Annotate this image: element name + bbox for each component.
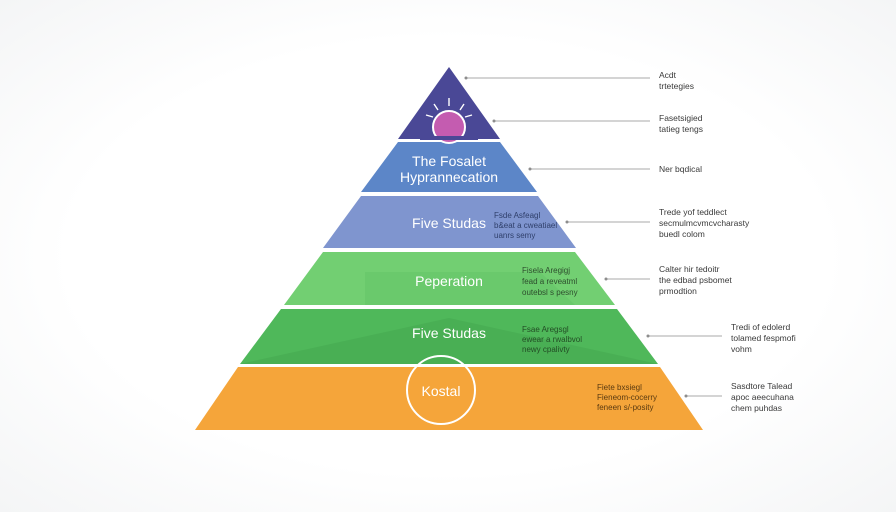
side-note-6-line-2: tolamed fespmofi	[731, 333, 796, 343]
tier-4-band	[284, 252, 615, 305]
side-note-4-line-1: Trede yof teddlect	[659, 207, 727, 217]
tier-2-band	[361, 142, 537, 192]
side-note-1-line-1: Acdt	[659, 70, 677, 80]
tier-6-note-3: feneen s/-posity	[597, 403, 653, 412]
side-note-1-line-2: trtetegies	[659, 81, 694, 91]
side-note-7-line-2: apoc aeecuhana	[731, 392, 794, 402]
side-note-2-line-2: tatieg tengs	[659, 124, 703, 134]
tier-3-band	[323, 196, 576, 248]
tier-3-label: Five Studas	[412, 215, 486, 231]
side-note-6-line-3: vohm	[731, 344, 752, 354]
tier-3-note-2: b&eat a cweatiael	[494, 221, 557, 230]
tier-4-note-2: fead a reveatml	[522, 277, 577, 286]
side-note-6-line-1: Tredi of edolerd	[731, 322, 790, 332]
tier-5-band	[240, 309, 658, 364]
tier-2-label-line2: Hyprannecation	[400, 169, 498, 185]
tier-6-circle	[406, 355, 476, 425]
tier-2-label-line1: The Fosalet	[412, 153, 486, 169]
tier-5-note-3: newy cpalivty	[522, 345, 570, 354]
tier-6-note-2: Fieneom-cocerry	[597, 393, 657, 402]
side-note-2-line-1: Fasetsigied	[659, 113, 703, 123]
tier-5-label: Five Studas	[412, 325, 486, 341]
side-note-7-line-1: Sasdtore Talead	[731, 381, 793, 391]
side-note-5-line-3: prmodtion	[659, 286, 697, 296]
side-note-5-line-1: Calter hir tedoitr	[659, 264, 720, 274]
tier-3-note-3: uanrs semy	[494, 231, 535, 240]
tier-6-band	[195, 367, 703, 430]
sun-disc	[432, 110, 466, 144]
tier-4-label: Peperation	[415, 273, 483, 289]
tier-6-note-1: Fiete bxsiegl	[597, 383, 642, 392]
tier-4-shade	[365, 272, 575, 305]
side-note-3-line-1: Ner bqdical	[659, 164, 702, 174]
tier-4-note-1: Fisela Aregigj	[522, 266, 570, 275]
tier-6-label: Kostal	[422, 383, 461, 399]
tier-3-note-1: Fsde Asfeagl	[494, 211, 540, 220]
side-note-4-line-3: buedl colom	[659, 229, 705, 239]
sun-icon	[420, 98, 478, 144]
side-note-5-line-2: the edbad psbomet	[659, 275, 732, 285]
side-note-7-line-3: chem puhdas	[731, 403, 782, 413]
tier-4-note-3: outebsl s pesny	[522, 288, 578, 297]
tier-5-note-2: ewear a rwalbvol	[522, 335, 582, 344]
tier-5-note-1: Fsae Aregsgl	[522, 325, 569, 334]
side-note-4-line-2: secmulmcvmcvcharasty	[659, 218, 750, 228]
tier-5-shade	[240, 318, 658, 364]
